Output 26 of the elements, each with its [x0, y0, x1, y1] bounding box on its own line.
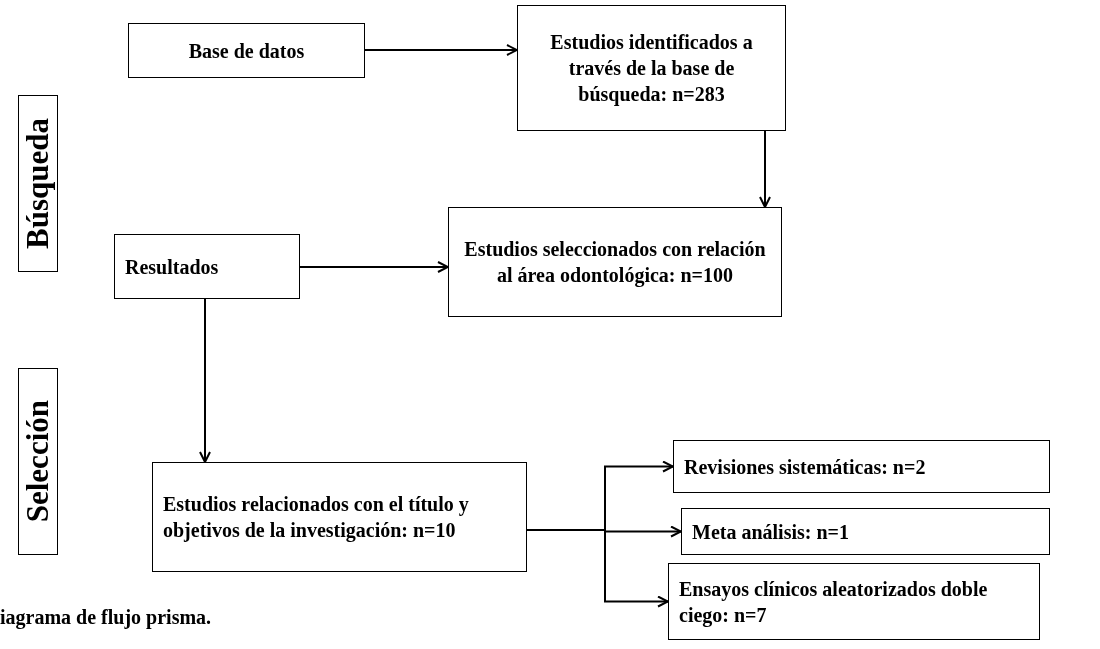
process-box [152, 462, 527, 572]
process-box [128, 23, 365, 78]
box-text: Estudios seleccionados con relación al área odontológica: n=100 [463, 237, 767, 288]
stage-label-box [18, 95, 58, 272]
arrow [759, 130, 771, 208]
box-text: Estudios identificados a través de la base de búsqueda: n=283 [549, 30, 754, 107]
stage-label: Selección [18, 400, 56, 523]
process-box [673, 440, 1050, 493]
process-box [114, 234, 300, 299]
stage-label-box [18, 368, 58, 555]
process-box [681, 508, 1050, 555]
process-box [448, 207, 782, 317]
box-text: Revisiones sistemáticas: n=2 [684, 454, 926, 480]
process-box [668, 563, 1040, 640]
figure-caption: iagrama de flujo prisma. [0, 606, 212, 629]
arrow [364, 44, 518, 56]
stage-label: Búsqueda [18, 118, 56, 249]
arrow [299, 261, 449, 273]
box-text: Resultados [125, 254, 219, 280]
arrow [199, 298, 211, 463]
box-text: Meta análisis: n=1 [692, 519, 849, 545]
process-box [517, 5, 786, 131]
box-text: Base de datos [188, 38, 305, 64]
box-text: Ensayos clínicos aleatorizados doble ciego: n=7 [679, 576, 989, 628]
arrow [526, 529, 669, 608]
box-text: Estudios relacionados con el título y objetivos de la investigación: n=10 [163, 492, 470, 543]
